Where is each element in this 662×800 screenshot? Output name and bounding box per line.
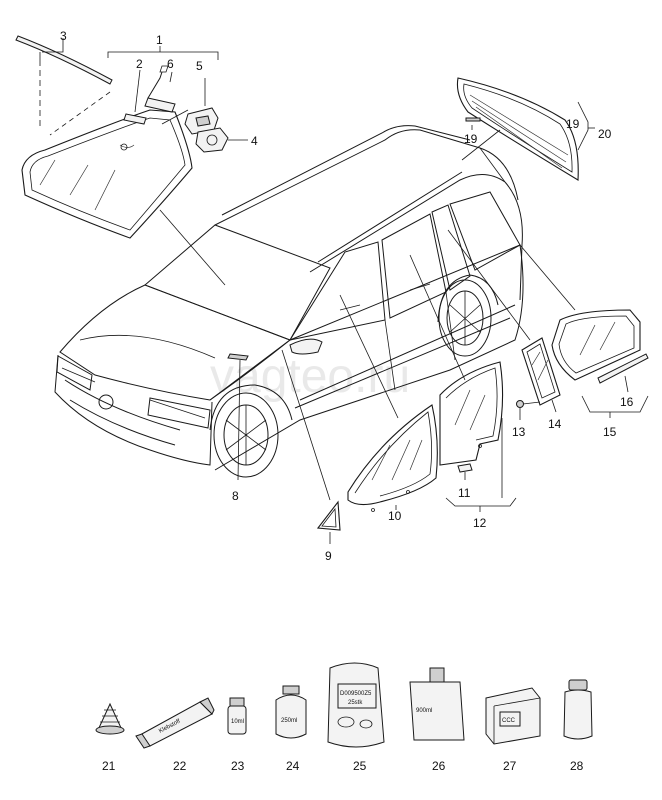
callout-9: 9 bbox=[325, 549, 332, 563]
item-25-bag: D009500Z5 25stk 25 bbox=[327, 662, 385, 773]
callout-19-a: 19 bbox=[464, 132, 478, 146]
callout-12: 12 bbox=[473, 516, 487, 530]
callout-23: 23 bbox=[231, 759, 245, 773]
callout-4: 4 bbox=[251, 134, 258, 148]
item-21-seal-cone: 21 bbox=[95, 702, 125, 773]
part-8-leader bbox=[237, 359, 241, 481]
callout-24: 24 bbox=[286, 759, 300, 773]
callout-14: 14 bbox=[548, 417, 562, 431]
car-body bbox=[54, 125, 524, 478]
item-27-cube-box: CCC 27 bbox=[485, 687, 541, 773]
box-900-label: 900ml bbox=[416, 708, 432, 714]
part-5-rain-sensor bbox=[161, 78, 219, 135]
part-2-cover bbox=[123, 69, 147, 125]
callout-11: 11 bbox=[458, 486, 471, 500]
part-4-bracket bbox=[195, 127, 248, 153]
callout-3: 3 bbox=[60, 29, 67, 43]
callout-13: 13 bbox=[512, 425, 526, 439]
callout-28: 28 bbox=[570, 759, 584, 773]
item-28-bottle: 28 bbox=[563, 679, 593, 773]
part-1-windshield bbox=[21, 46, 226, 286]
box-logo-label: CCC bbox=[502, 718, 516, 724]
part-11-clip bbox=[457, 463, 473, 480]
callout-labels: 1 2 3 4 5 6 8 9 10 11 12 13 14 15 16 19 … bbox=[60, 29, 634, 563]
item-22-adhesive-tube: Klebstoff 22 bbox=[135, 697, 215, 773]
part-6-cable bbox=[144, 65, 176, 113]
can-250-label: 250ml bbox=[281, 718, 297, 724]
bag-code-label: D009500Z5 bbox=[340, 691, 372, 697]
callout-2: 2 bbox=[136, 57, 143, 71]
callout-5: 5 bbox=[196, 59, 203, 73]
callout-1: 1 bbox=[156, 33, 163, 47]
part-14-fixed-window bbox=[447, 229, 561, 413]
bag-qty-label: 25stk bbox=[348, 700, 363, 706]
part-16-seal bbox=[597, 353, 649, 384]
item-23-small-bottle: 10ml 23 bbox=[227, 697, 247, 773]
callout-25: 25 bbox=[353, 759, 367, 773]
part-3-trim-strip bbox=[15, 35, 113, 136]
part-15-quarter-window bbox=[519, 244, 649, 418]
item-26-box: 900ml 26 bbox=[409, 667, 465, 773]
callout-10: 10 bbox=[388, 509, 402, 523]
callout-19-b: 19 bbox=[566, 117, 580, 131]
part-9-corner-window bbox=[281, 349, 341, 544]
callout-20: 20 bbox=[598, 127, 612, 141]
bottle-10-label: 10ml bbox=[231, 719, 244, 725]
callout-6: 6 bbox=[167, 57, 174, 71]
callout-27: 27 bbox=[503, 759, 517, 773]
item-24-can: 250ml 24 bbox=[275, 685, 307, 773]
callout-21: 21 bbox=[102, 759, 116, 773]
part-20-rear-window bbox=[456, 77, 595, 181]
callout-8: 8 bbox=[232, 489, 239, 503]
callout-15: 15 bbox=[603, 425, 617, 439]
part-12-rear-door-window bbox=[409, 254, 517, 512]
part-13-bolt bbox=[516, 400, 541, 420]
callout-26: 26 bbox=[432, 759, 446, 773]
callout-16: 16 bbox=[620, 395, 634, 409]
vw-logo-icon bbox=[98, 394, 114, 410]
part-10-front-door-window bbox=[339, 294, 438, 512]
callout-22: 22 bbox=[173, 759, 187, 773]
